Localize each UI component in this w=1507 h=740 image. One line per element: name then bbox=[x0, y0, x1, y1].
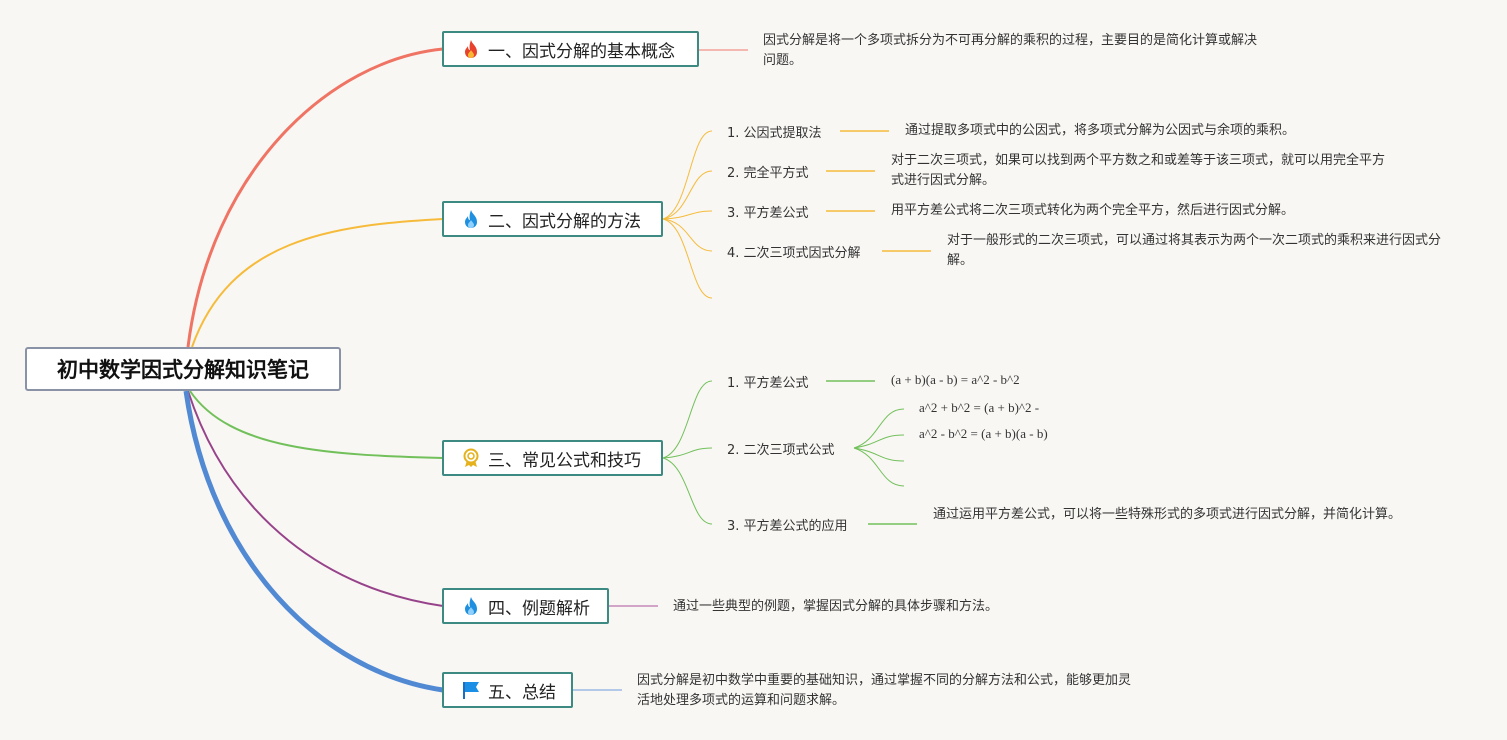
edge-root-b4 bbox=[187, 390, 444, 607]
branch-basic-concept[interactable]: 一、因式分解的基本概念 bbox=[442, 31, 699, 67]
branch-label: 一、因式分解的基本概念 bbox=[488, 41, 675, 62]
medal-icon bbox=[460, 447, 482, 469]
edge-b3-item1 bbox=[662, 380, 713, 459]
b3-item-3[interactable]: 3. 平方差公式的应用 bbox=[727, 519, 848, 534]
edge-b2-item3 bbox=[662, 210, 713, 220]
b3-item-3-note: 通过运用平方差公式，可以将一些特殊形式的多项式进行因式分解，并简化计算。 bbox=[933, 507, 1402, 522]
b2-item-3-note: 用平方差公式将二次三项式转化为两个完全平方，然后进行因式分解。 bbox=[891, 203, 1295, 218]
b3-item-2[interactable]: 2. 二次三项式公式 bbox=[727, 443, 835, 458]
blue-fire-icon bbox=[460, 208, 482, 230]
branch-label: 三、常见公式和技巧 bbox=[488, 450, 641, 471]
flag-icon bbox=[460, 679, 482, 701]
edge-b3-item2-f2 bbox=[853, 434, 905, 449]
edge-root-b3 bbox=[189, 390, 444, 459]
b3-item-1-formula: (a + b)(a - b) = a^2 - b^2 bbox=[891, 372, 1020, 387]
b2-item-2-note: 对于二次三项式，如果可以找到两个平方数之和或差等于该三项式，就可以用完全平方式进… bbox=[891, 153, 1386, 188]
branch-formulas-tips[interactable]: 三、常见公式和技巧 bbox=[442, 440, 663, 476]
branch-label: 四、例题解析 bbox=[488, 598, 590, 619]
edge-b3-item2-e1 bbox=[853, 447, 905, 462]
b4-note: 通过一些典型的例题，掌握因式分解的具体步骤和方法。 bbox=[673, 599, 999, 614]
edge-b3-item3 bbox=[662, 457, 713, 525]
fire-icon bbox=[460, 38, 482, 60]
edge-b2-item1 bbox=[662, 130, 713, 220]
b2-item-2[interactable]: 2. 完全平方式 bbox=[727, 166, 809, 181]
b1-note: 因式分解是将一个多项式拆分为不可再分解的乘积的过程，主要目的是简化计算或解决问题… bbox=[763, 33, 1258, 68]
b5-note: 因式分解是初中数学中重要的基础知识，通过掌握不同的分解方法和公式，能够更加灵活地… bbox=[637, 673, 1132, 708]
blue-fire-icon bbox=[460, 595, 482, 617]
b3-item-1[interactable]: 1. 平方差公式 bbox=[727, 376, 809, 391]
b2-item-3[interactable]: 3. 平方差公式 bbox=[727, 206, 809, 221]
b2-item-1-note: 通过提取多项式中的公因式，将多项式分解为公因式与余项的乘积。 bbox=[905, 123, 1296, 138]
edge-b2-item4 bbox=[662, 218, 713, 252]
branch-examples[interactable]: 四、例题解析 bbox=[442, 588, 609, 624]
branch-methods[interactable]: 二、因式分解的方法 bbox=[442, 201, 663, 237]
b3-item-2-formula-1: a^2 + b^2 = (a + b)^2 - bbox=[919, 400, 1040, 415]
branch-label: 五、总结 bbox=[488, 682, 556, 703]
edge-b2-item2 bbox=[662, 170, 713, 220]
root-topic[interactable]: 初中数学因式分解知识笔记 bbox=[25, 347, 341, 391]
edge-root-b2 bbox=[191, 218, 444, 348]
edge-b2-empty bbox=[662, 218, 713, 299]
edge-b3-item2-e2 bbox=[853, 447, 905, 487]
branch-summary[interactable]: 五、总结 bbox=[442, 672, 573, 708]
edge-b3-item2 bbox=[662, 447, 713, 459]
b2-item-1[interactable]: 1. 公因式提取法 bbox=[727, 126, 822, 141]
b3-item-2-formula-2: a^2 - b^2 = (a + b)(a - b) bbox=[919, 426, 1048, 441]
b2-item-4[interactable]: 4. 二次三项式因式分解 bbox=[727, 246, 861, 261]
branch-label: 二、因式分解的方法 bbox=[488, 211, 641, 232]
edge-b3-item2-f1 bbox=[853, 408, 905, 449]
edge-root-b5 bbox=[183, 390, 444, 693]
edge-root-b1 bbox=[186, 47, 444, 348]
b2-item-4-note: 对于一般形式的二次三项式，可以通过将其表示为两个一次二项式的乘积来进行因式分解。 bbox=[947, 233, 1442, 268]
